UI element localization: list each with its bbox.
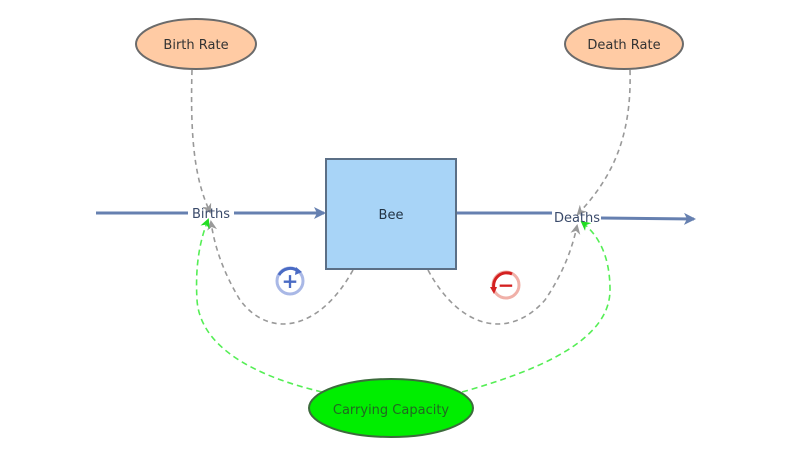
- link-death-rate-to-deaths[interactable]: [576, 69, 631, 216]
- balancing-loop-symbol: −: [498, 273, 515, 297]
- link-capacity-to-deaths[interactable]: [461, 220, 611, 393]
- balancing-loop-icon: −: [490, 270, 521, 300]
- variable-carrying-capacity[interactable]: [308, 378, 474, 438]
- variable-birth-rate-label: Birth Rate: [163, 38, 228, 53]
- link-bee-to-births[interactable]: [207, 220, 354, 325]
- variable-carrying-capacity-label: Carrying Capacity: [333, 403, 450, 418]
- stock-bee[interactable]: [325, 158, 457, 270]
- link-bee-to-deaths[interactable]: [427, 224, 581, 325]
- reinforcing-loop-icon: +: [275, 266, 305, 296]
- flow-births-label[interactable]: Births: [192, 207, 230, 222]
- stock-bee-label: Bee: [379, 208, 404, 223]
- flow-deaths-label[interactable]: Deaths: [554, 211, 600, 226]
- reinforcing-loop-symbol: +: [282, 269, 299, 293]
- link-capacity-to-births[interactable]: [195, 218, 323, 393]
- variable-birth-rate[interactable]: [135, 18, 257, 70]
- variable-death-rate-label: Death Rate: [587, 38, 660, 53]
- link-birth-rate-to-births[interactable]: [190, 69, 212, 214]
- deaths-flow-pipe-out[interactable]: [600, 212, 696, 225]
- variable-death-rate[interactable]: [564, 18, 684, 70]
